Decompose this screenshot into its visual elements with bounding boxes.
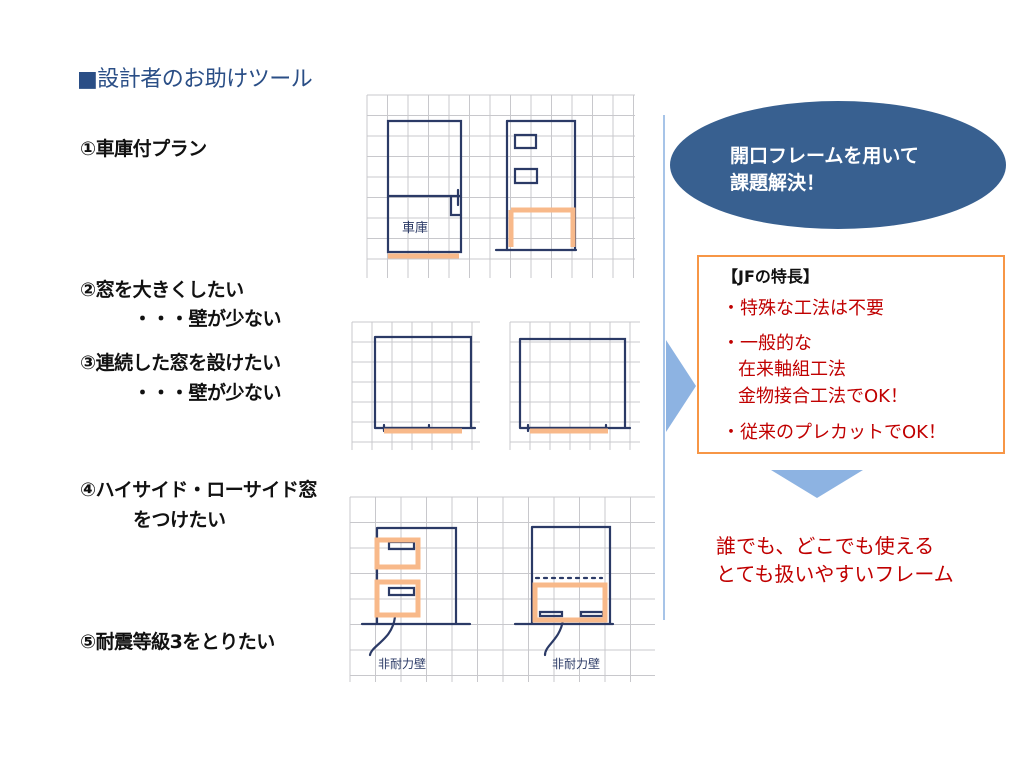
window	[387, 586, 416, 597]
leader-line	[368, 615, 397, 657]
wall-outline	[513, 525, 615, 626]
right-arrow-icon	[666, 340, 696, 432]
callout-line-1: 開口フレームを用いて	[730, 145, 919, 167]
non-bearing-wall-label-2: 非耐力壁	[552, 656, 600, 671]
features-box	[697, 255, 1005, 454]
item-4: ④ハイサイド・ローサイド窓	[80, 479, 317, 501]
highlight-frame	[374, 537, 421, 618]
conclusion: 誰でも、どこでも使える とても扱いやすいフレーム	[716, 532, 954, 588]
features-heading: 【JFの特長】	[722, 267, 819, 286]
highlight-frame	[508, 207, 576, 247]
feature-line: ・従来のプレカットでOK！	[722, 422, 946, 443]
window	[513, 167, 539, 185]
wall-outline	[505, 119, 577, 251]
feature-line: 金物接合工法でOK！	[738, 386, 908, 407]
item-4-sub: をつけたい	[133, 509, 226, 531]
item-3: ③連続した窓を設けたい	[80, 352, 281, 374]
wall-outline	[518, 337, 632, 430]
garage-label: 車庫	[402, 221, 428, 236]
non-bearing-wall-label-1: 非耐力壁	[378, 656, 426, 671]
window	[513, 133, 538, 150]
callout-ellipse	[670, 101, 1006, 229]
item-5: ⑤耐震等級3をとりたい	[80, 631, 275, 653]
grid-paper	[509, 321, 640, 450]
wall-outline	[386, 119, 463, 254]
conclusion-line-2: とても扱いやすいフレーム	[716, 562, 954, 586]
conclusion-line-1: 誰でも、どこでも使える	[716, 534, 935, 558]
grid-paper	[366, 94, 635, 278]
item-3-sub: ・・・壁が少ない	[133, 382, 282, 404]
leader-line	[543, 618, 565, 657]
item-2: ②窓を大きくしたい	[80, 279, 244, 301]
feature-line: ・特殊な工法は不要	[722, 298, 884, 319]
item-1: ①車庫付プラン	[80, 138, 207, 160]
highlight-frame	[532, 582, 608, 623]
down-arrow-icon	[771, 470, 863, 498]
callout-text: 開口フレームを用いて 課題解決！	[730, 143, 919, 197]
feature-line: ・一般的な	[722, 333, 812, 354]
page-title: ■設計者のお助けツール	[77, 67, 313, 92]
feature-line: 在来軸組工法	[738, 359, 846, 380]
grid-paper	[349, 496, 655, 682]
item-2-sub: ・・・壁が少ない	[133, 308, 282, 330]
sketch-line	[449, 194, 463, 217]
callout-line-2: 課題解決！	[730, 172, 826, 194]
window	[538, 610, 605, 618]
